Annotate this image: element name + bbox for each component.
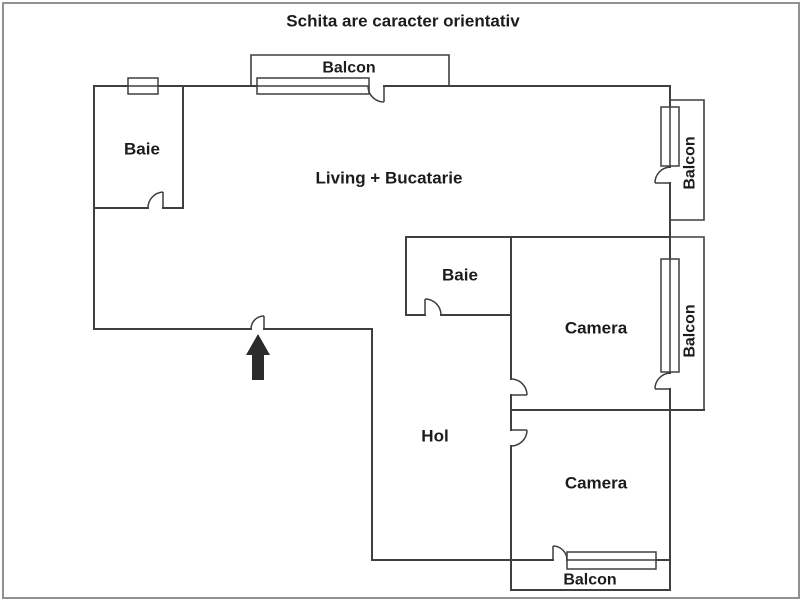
door-symbols [147,85,671,561]
room-label-living: Living + Bucatarie [316,169,463,188]
door-camera-upper [510,378,528,396]
door-baie-mid [424,298,442,316]
balcony-label-top: Balcon [322,60,375,77]
window-baie-top [127,77,159,95]
room-label-camera-lower: Camera [565,474,628,493]
door-living-balcony [367,85,385,103]
door-balcony-right-lower [654,372,671,390]
plan-title: Schita are caracter orientativ [286,12,520,31]
window-balcony-bottom [566,551,657,570]
door-balcony-right-upper [654,166,671,184]
room-label-hol: Hol [421,427,448,446]
door-balcony-bottom [552,545,568,561]
walls [93,85,705,591]
balcony-right-lower-outline [670,236,705,410]
room-labels: Baie Living + Bucatarie Baie Camera Came… [124,140,628,493]
balcony-top-outline [250,54,450,86]
room-label-baie-mid: Baie [442,266,478,285]
balcony-label-right-upper: Balcon [682,136,699,189]
balcony-right-upper-outline [670,99,705,221]
window-balcony-right-upper [660,106,680,167]
door-entrance [250,315,265,330]
balcony-labels: Balcon Balcon Balcon Balcon [322,60,698,589]
room-label-baie-top: Baie [124,140,160,159]
balcony-outlines [250,54,705,410]
room-label-camera-upper: Camera [565,319,628,338]
window-balcony-right-lower [660,258,680,373]
entrance-arrow-icon [246,334,270,380]
window-balcony-top [256,77,370,95]
window-symbols [127,77,680,570]
door-baie-top [147,191,164,209]
balcony-label-bottom: Balcon [563,572,616,589]
door-camera-lower [510,429,528,447]
balcony-label-right-lower: Balcon [682,304,699,357]
